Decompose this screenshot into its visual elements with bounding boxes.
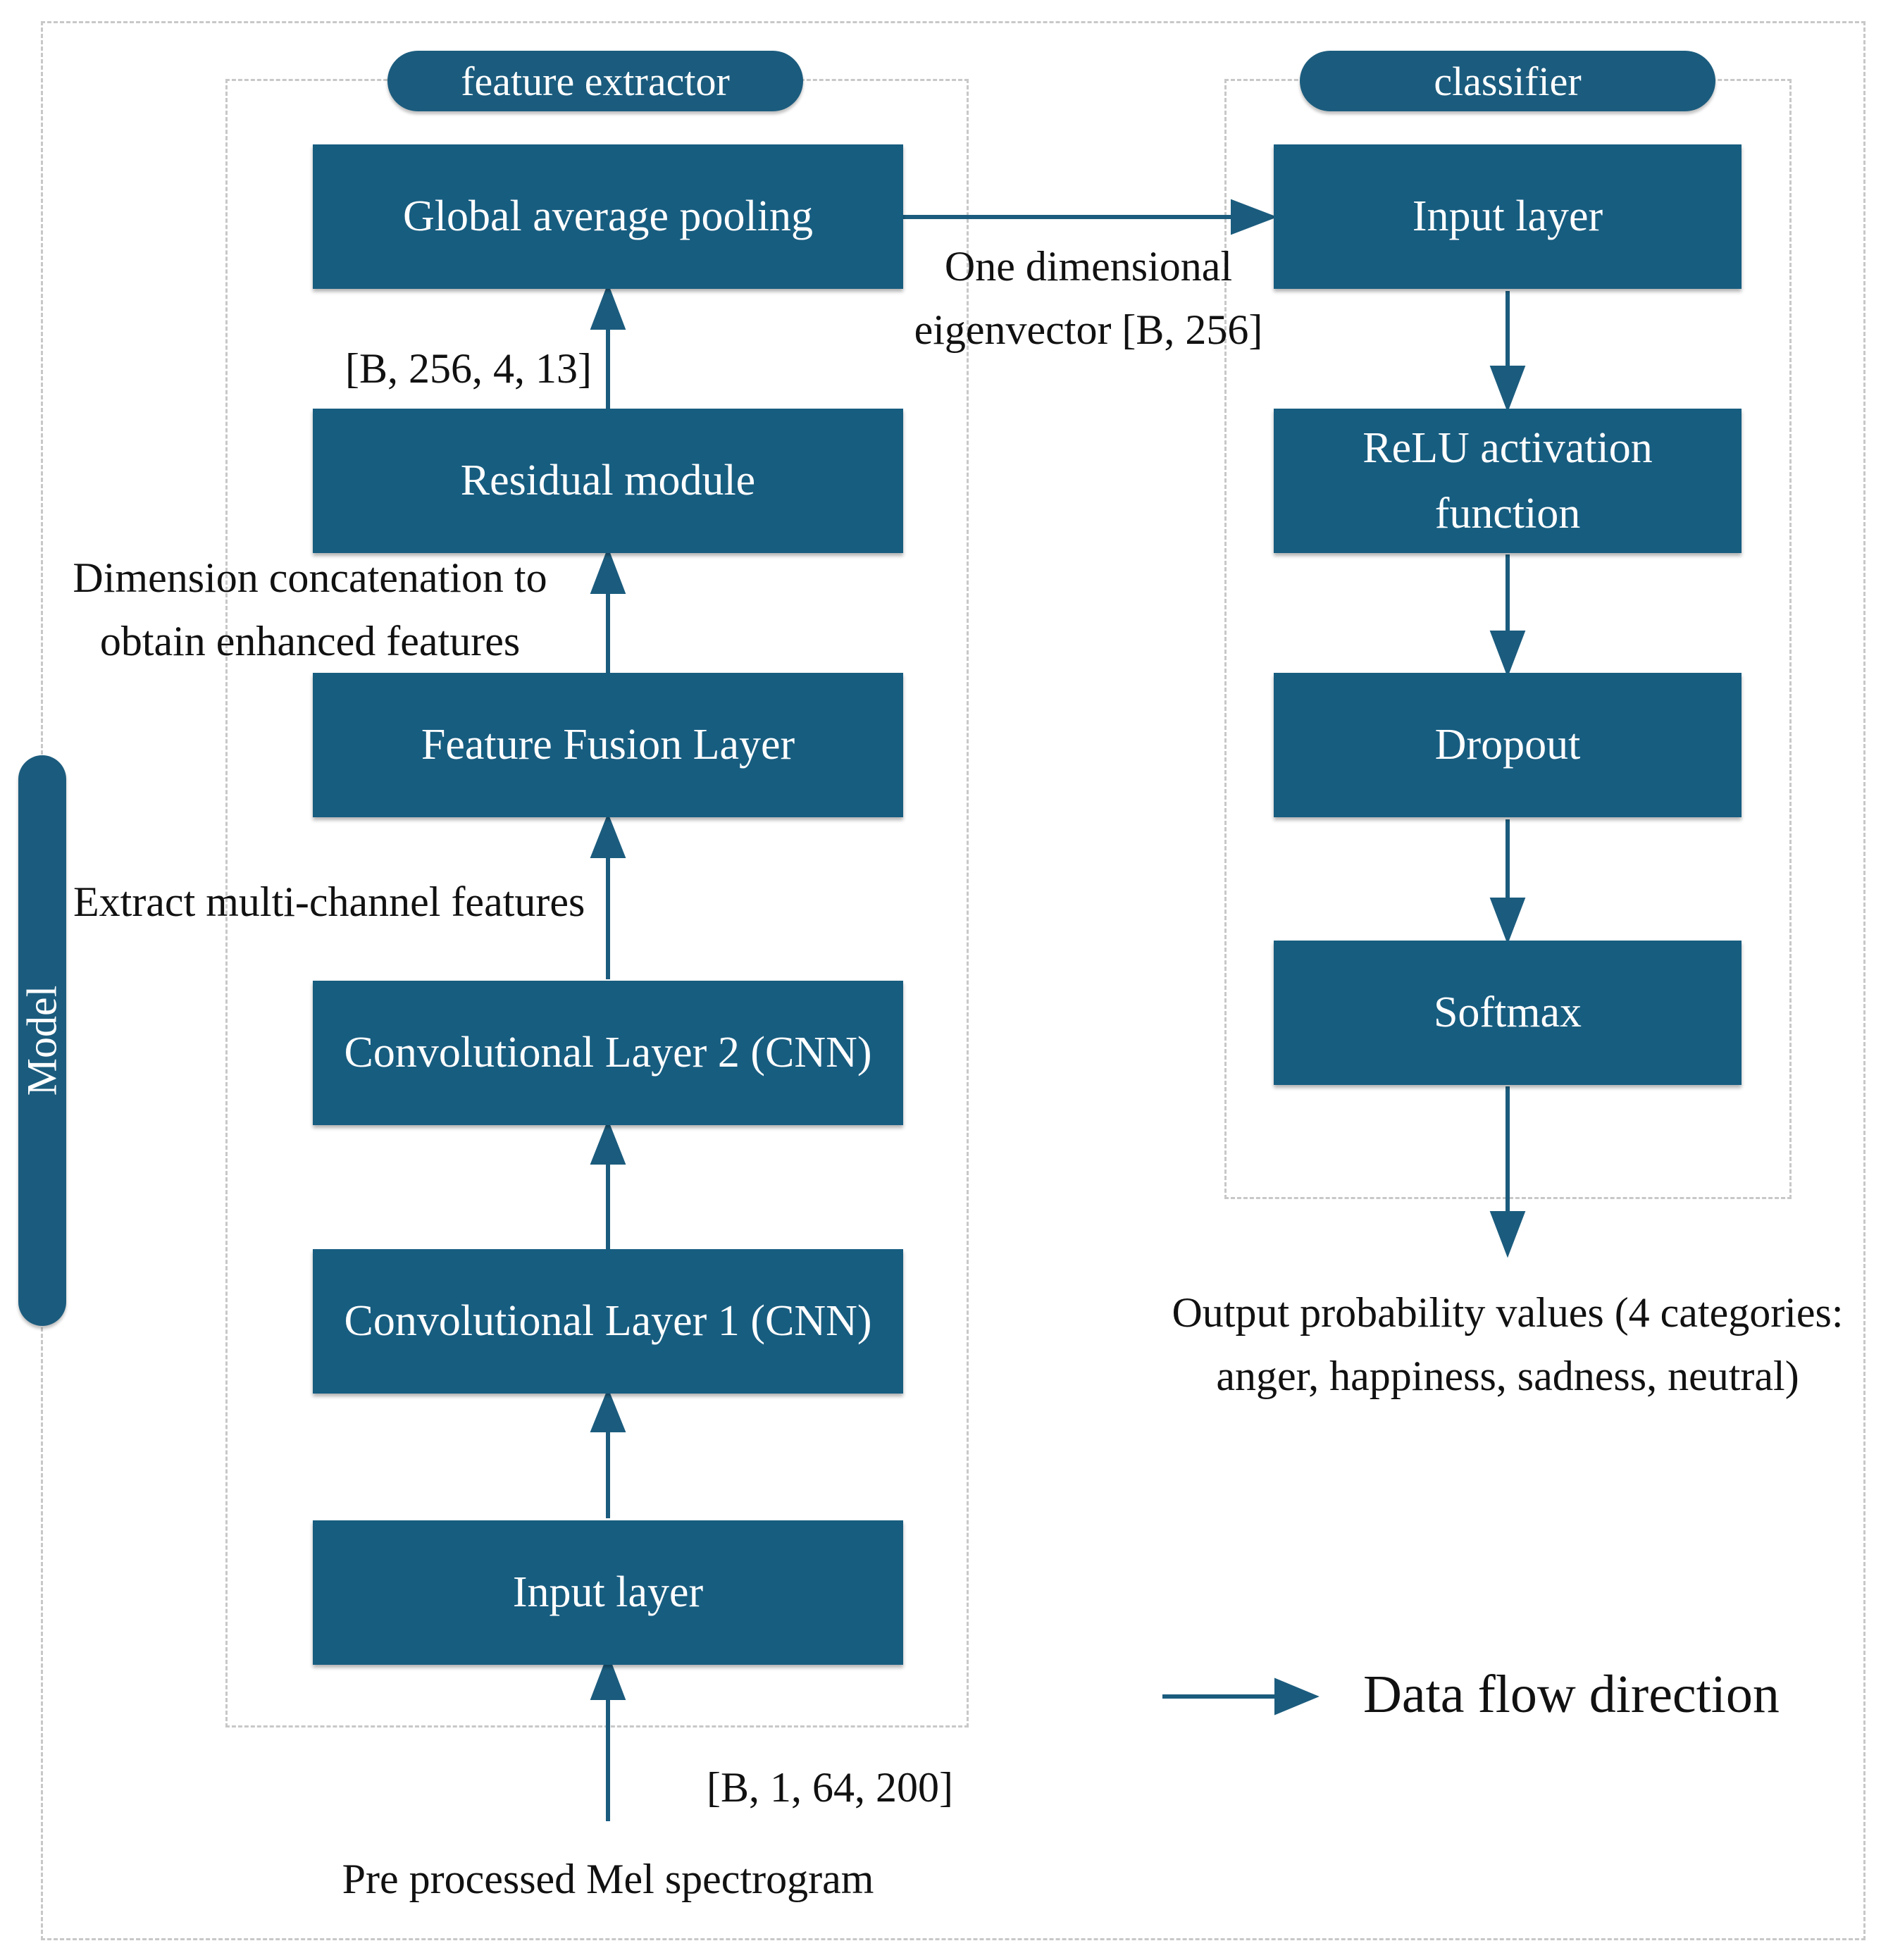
- softmax-box: Softmax: [1274, 941, 1742, 1085]
- arrowhead-residual-to-gap: [590, 283, 626, 330]
- arrowhead-conv1-to-conv2: [590, 1119, 626, 1165]
- input-source-label: Pre processed Mel spectrogram: [342, 1856, 874, 1902]
- arrowhead-fusion-to-residual: [590, 547, 626, 594]
- feature-extractor-title: feature extractor: [387, 51, 803, 111]
- conv-note-label: Extract multi-channel features: [73, 879, 585, 925]
- arrowhead-softmax-to-output: [1489, 1211, 1526, 1258]
- dropout-box: Dropout: [1274, 673, 1742, 817]
- fe-input-layer-box: Input layer: [313, 1520, 903, 1665]
- input-shape-label: [B, 1, 64, 200]: [707, 1764, 953, 1811]
- eigenvector-label-line1: One dimensional: [944, 243, 1233, 290]
- arrowhead-clinput-to-relu: [1489, 366, 1526, 413]
- fusion-note-line1: Dimension concatenation to: [73, 554, 547, 601]
- fusion-note-line2: obtain enhanced features: [99, 618, 521, 664]
- eigenvector-label-line2: eigenvector [B, 256]: [914, 306, 1263, 353]
- feature-fusion-layer-box: Feature Fusion Layer: [313, 673, 903, 817]
- legend-data-flow-label: Data flow direction: [1363, 1665, 1780, 1724]
- output-label: Output probability values (4 categories:…: [1141, 1281, 1874, 1408]
- conv-layer-2-box: Convolutional Layer 2 (CNN): [313, 981, 903, 1125]
- model-label: Model: [18, 755, 66, 1326]
- arrowhead-gap-to-classifier: [1231, 199, 1278, 235]
- relu-activation-box: ReLU activation function: [1274, 409, 1742, 553]
- arrowhead-relu-to-dropout: [1489, 631, 1526, 678]
- arrowhead-conv2-to-fusion: [590, 812, 626, 858]
- cl-input-layer-box: Input layer: [1274, 144, 1742, 289]
- residual-module-box: Residual module: [313, 409, 903, 553]
- conv-layer-1-box: Convolutional Layer 1 (CNN): [313, 1249, 903, 1394]
- fusion-note-label: Dimension concatenation to obtain enhanc…: [63, 546, 557, 673]
- eigenvector-label: One dimensional eigenvector [B, 256]: [912, 235, 1265, 361]
- output-line1: Output probability values (4 categories:: [1172, 1289, 1844, 1336]
- output-line2: anger, happiness, sadness, neutral): [1216, 1353, 1799, 1399]
- residual-output-shape-label: [B, 256, 4, 13]: [345, 345, 592, 392]
- legend-arrowhead: [1274, 1677, 1320, 1716]
- classifier-title: classifier: [1300, 51, 1715, 111]
- global-average-pooling-box: Global average pooling: [313, 144, 903, 289]
- arrowhead-input-to-conv1: [590, 1387, 626, 1432]
- arrowhead-source-to-input: [590, 1653, 626, 1700]
- arrowhead-dropout-to-softmax: [1489, 898, 1526, 945]
